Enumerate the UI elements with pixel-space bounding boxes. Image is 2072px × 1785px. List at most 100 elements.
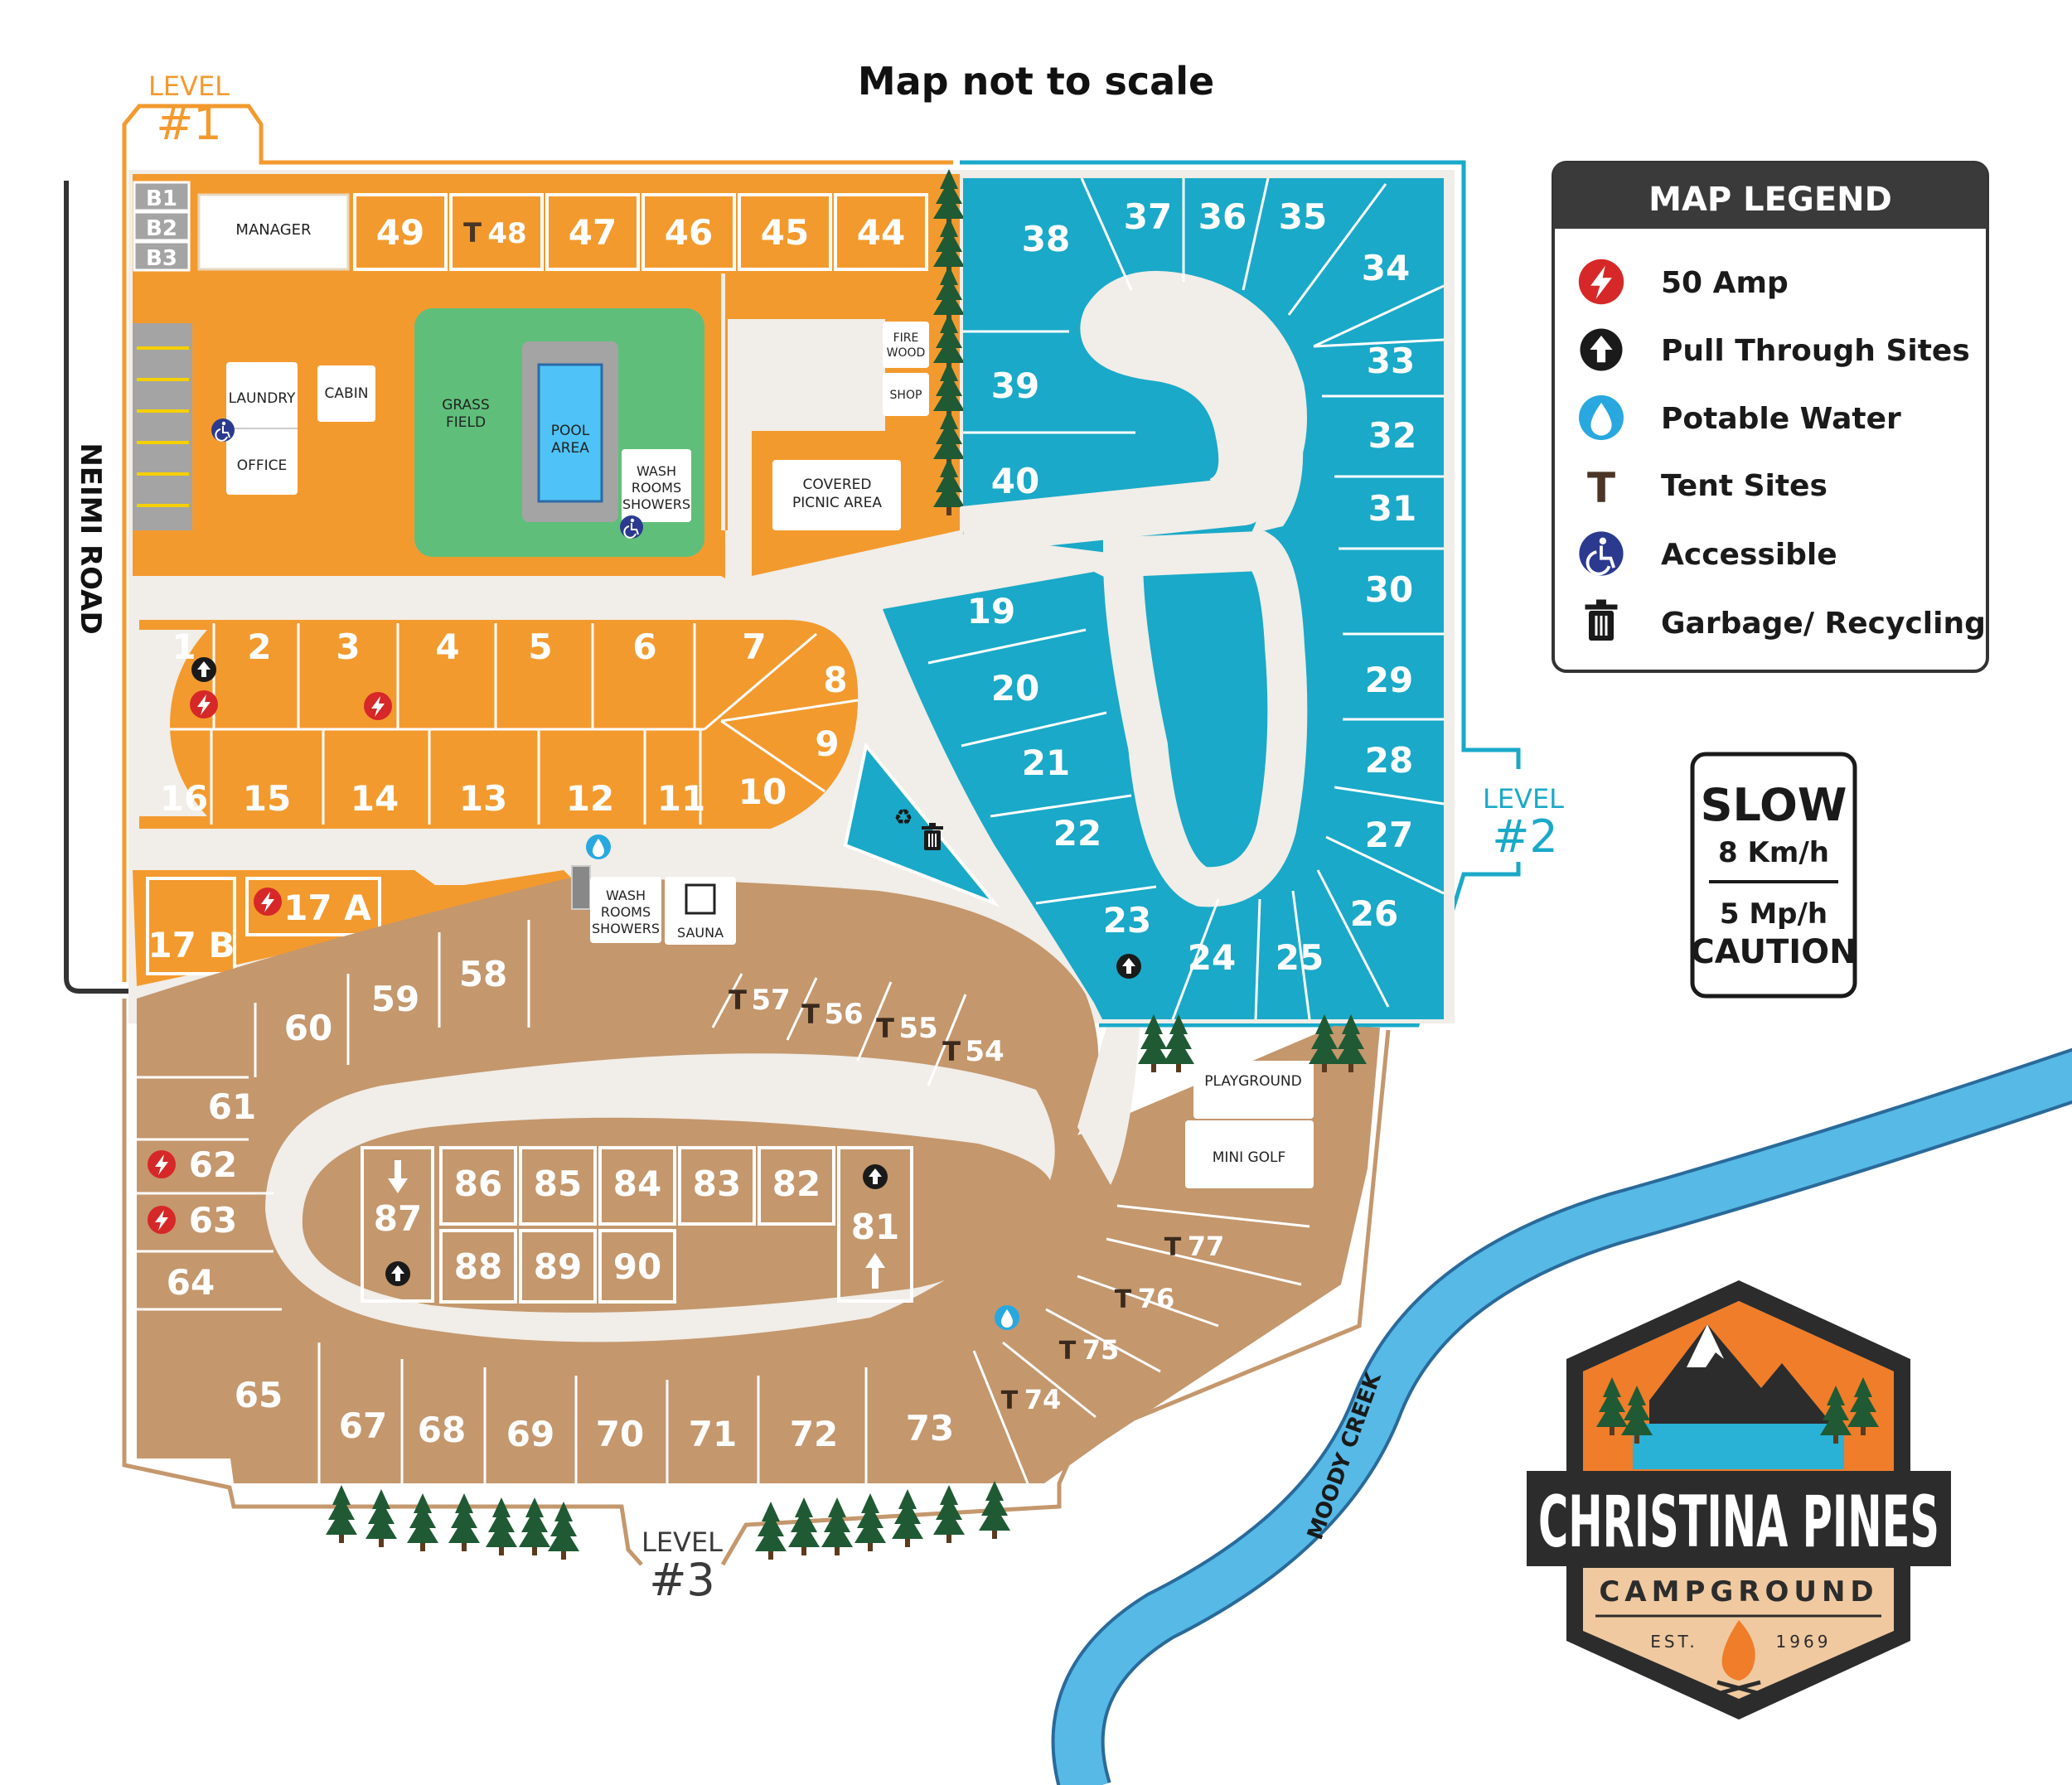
site-70[interactable]: 70 (596, 1414, 644, 1454)
site-86[interactable]: 86 (454, 1163, 502, 1204)
site-89[interactable]: 89 (534, 1246, 582, 1287)
site-84[interactable]: 84 (613, 1163, 661, 1204)
site-65[interactable]: 65 (235, 1375, 283, 1415)
site-90[interactable]: 90 (613, 1246, 661, 1287)
site-60[interactable]: 60 (284, 1008, 332, 1048)
site-82[interactable]: 82 (772, 1163, 821, 1204)
site-22[interactable]: 22 (1053, 813, 1101, 854)
site-10[interactable]: 10 (738, 772, 787, 812)
site-69[interactable]: 69 (506, 1414, 554, 1454)
site-12[interactable]: 12 (566, 778, 614, 819)
site-81[interactable]: 81 (851, 1207, 899, 1247)
site-26[interactable]: 26 (1350, 893, 1398, 934)
site-15[interactable]: 15 (243, 778, 291, 819)
level-3-word: LEVEL (641, 1526, 723, 1558)
legend-label-tent-sites: Tent Sites (1661, 469, 1828, 503)
site-14[interactable]: 14 (351, 778, 399, 819)
site-72[interactable]: 72 (790, 1414, 838, 1454)
level-2-word: LEVEL (1483, 783, 1564, 815)
site-34[interactable]: 34 (1362, 248, 1410, 288)
logo-est: EST. (1650, 1632, 1698, 1652)
site-11[interactable]: 11 (657, 778, 705, 819)
site-7[interactable]: 7 (742, 626, 766, 667)
site-54[interactable]: 54 (965, 1035, 1004, 1068)
site-3[interactable]: 3 (336, 626, 360, 667)
site-74[interactable]: 74 (1024, 1384, 1062, 1415)
site-68[interactable]: 68 (418, 1410, 466, 1450)
site-40[interactable]: 40 (991, 461, 1039, 501)
wheelchair-icon (619, 515, 644, 539)
site-73[interactable]: 73 (906, 1408, 954, 1449)
logo-subtitle: CAMPGROUND (1599, 1575, 1878, 1608)
site-36[interactable]: 36 (1198, 196, 1247, 237)
site-39[interactable]: 39 (991, 365, 1039, 406)
level-2-dividers (927, 177, 1445, 1020)
site-5[interactable]: 5 (528, 626, 552, 667)
site-27[interactable]: 27 (1365, 815, 1413, 855)
site-57[interactable]: 57 (751, 984, 790, 1017)
pool-area-label-1: POOL (551, 423, 590, 439)
site-64[interactable]: 64 (167, 1262, 215, 1303)
site-38[interactable]: 38 (1022, 219, 1070, 259)
site-16[interactable]: 16 (160, 778, 208, 819)
fire-wood-label-2: WOOD (887, 346, 926, 360)
site-46[interactable]: 46 (665, 212, 713, 253)
site-44[interactable]: 44 (857, 212, 905, 253)
site-28[interactable]: 28 (1365, 740, 1413, 781)
svg-text:T: T (801, 999, 820, 1030)
site-49[interactable]: 49 (376, 212, 424, 253)
site-b1[interactable]: B1 (146, 186, 177, 211)
grass-field-label-1: GRASS (442, 397, 490, 414)
site-47[interactable]: 47 (569, 212, 617, 253)
level-1-border (122, 104, 953, 982)
site-6[interactable]: 6 (632, 626, 656, 667)
site-1[interactable]: 1 (172, 626, 196, 667)
site-24[interactable]: 24 (1188, 937, 1236, 978)
site-19[interactable]: 19 (967, 591, 1015, 631)
trash-can-icon (921, 822, 944, 851)
site-87[interactable]: 87 (374, 1198, 422, 1239)
site-55[interactable]: 55 (898, 1012, 937, 1045)
site-30[interactable]: 30 (1365, 569, 1413, 610)
wash-rooms-3-label-2: ROOMS (601, 904, 651, 920)
site-b3[interactable]: B3 (146, 246, 177, 271)
site-56[interactable]: 56 (824, 998, 863, 1031)
site-88[interactable]: 88 (454, 1246, 502, 1287)
site-8[interactable]: 8 (823, 660, 847, 700)
site-83[interactable]: 83 (693, 1163, 741, 1204)
site-17a[interactable]: 17 A (283, 888, 371, 928)
site-9[interactable]: 9 (815, 723, 839, 764)
site-21[interactable]: 21 (1022, 743, 1070, 783)
site-37[interactable]: 37 (1124, 196, 1172, 237)
site-59[interactable]: 59 (371, 979, 419, 1019)
logo-year: 1969 (1776, 1632, 1832, 1652)
site-31[interactable]: 31 (1368, 488, 1416, 529)
site-62[interactable]: 62 (189, 1144, 237, 1185)
site-45[interactable]: 45 (761, 212, 809, 253)
site-75[interactable]: 75 (1082, 1334, 1120, 1366)
site-58[interactable]: 58 (459, 954, 507, 994)
site-b2[interactable]: B2 (146, 216, 177, 241)
site-76[interactable]: 76 (1138, 1283, 1175, 1314)
site-63[interactable]: 63 (189, 1200, 237, 1241)
site-25[interactable]: 25 (1276, 937, 1324, 978)
site-35[interactable]: 35 (1279, 196, 1327, 237)
site-77[interactable]: 77 (1188, 1231, 1225, 1262)
site-32[interactable]: 32 (1368, 415, 1416, 456)
site-2[interactable]: 2 (247, 626, 271, 667)
site-4[interactable]: 4 (435, 626, 459, 667)
level-1-number: #1 (156, 98, 222, 150)
recycle-icon: ♻ (893, 805, 913, 830)
mini-golf-label: MINI GOLF (1213, 1149, 1286, 1166)
site-48[interactable]: 48 (487, 217, 526, 250)
site-23[interactable]: 23 (1103, 900, 1151, 941)
site-17b[interactable]: 17 B (148, 925, 235, 965)
site-33[interactable]: 33 (1367, 341, 1415, 381)
site-71[interactable]: 71 (689, 1414, 737, 1454)
site-67[interactable]: 67 (339, 1405, 387, 1446)
site-85[interactable]: 85 (534, 1163, 582, 1204)
site-13[interactable]: 13 (459, 778, 507, 819)
site-20[interactable]: 20 (991, 668, 1039, 709)
site-61[interactable]: 61 (208, 1086, 256, 1127)
site-29[interactable]: 29 (1365, 660, 1413, 700)
